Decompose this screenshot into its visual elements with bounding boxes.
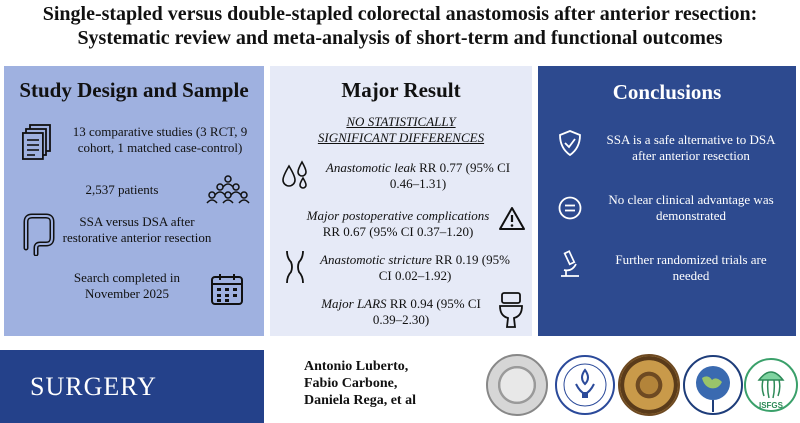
colon-icon: [23, 213, 55, 256]
conclusion-3: Further randomized trials are needed: [615, 252, 767, 283]
author-2: Fabio Carbone,: [304, 376, 398, 391]
complications-value: RR 0.67 (95% CI 0.37–1.20): [322, 224, 474, 239]
comparison-text: SSA versus DSA after restorative anterio…: [62, 214, 212, 245]
authors: Antonio Luberto, Fabio Carbone, Daniela …: [304, 358, 454, 409]
study-design-panel: Study Design and Sample 13 comparative s…: [4, 66, 264, 336]
studies-text: 13 comparative studies (3 RCT, 9 cohort,…: [72, 124, 248, 155]
isfgs-logo: ISFGS: [744, 358, 798, 412]
stricture-label: Anastomotic stricture: [320, 252, 432, 267]
lars-result: Major LARS RR 0.94 (95% CI 0.39–2.30): [306, 296, 496, 328]
documents-icon: [22, 124, 51, 160]
society-logo-3: [618, 354, 680, 416]
no-differences-text: NO STATISTICALLY SIGNIFICANT DIFFERENCES: [317, 114, 485, 145]
title-line-2: Systematic review and meta-analysis of s…: [77, 27, 723, 49]
shield-check-icon: [559, 130, 581, 156]
conclusion-2: No clear clinical advantage was demonstr…: [608, 192, 774, 223]
author-1: Antonio Luberto,: [304, 359, 409, 374]
equals-circle-icon: [558, 196, 582, 220]
lars-value: RR 0.94 (95% CI 0.39–2.30): [372, 296, 481, 327]
stricture-icon: [286, 250, 304, 284]
major-result-heading: Major Result: [341, 78, 461, 102]
stricture-result: Anastomotic stricture RR 0.19 (95% CI 0.…: [320, 252, 510, 284]
calendar-icon: [211, 274, 243, 305]
patients-group-icon: [206, 175, 250, 204]
conclusions-panel: Conclusions SSA is a safe alternative to…: [538, 66, 796, 336]
conclusion-1: SSA is a safe alternative to DSA after a…: [606, 132, 776, 163]
search-text: Search completed in November 2025: [73, 270, 181, 301]
warning-icon: [499, 207, 525, 230]
title-line-1: Single-stapled versus double-stapled col…: [42, 3, 758, 25]
complications-label: Major postoperative complications: [306, 208, 490, 223]
toilet-icon: [499, 292, 523, 328]
society-logo-4: [683, 355, 743, 415]
major-result-panel: Major Result NO STATISTICALLY SIGNIFICAN…: [270, 66, 532, 336]
lars-label: Major LARS: [321, 296, 387, 311]
patients-text: 2,537 patients: [85, 182, 159, 197]
leak-value: RR 0.77 (95% CI 0.46–1.31): [389, 160, 511, 191]
conclusions-heading: Conclusions: [612, 80, 722, 104]
microscope-icon: [561, 250, 579, 277]
leak-result: Anastomotic leak RR 0.77 (95% CI 0.46–1.…: [318, 160, 518, 192]
stricture-value: RR 0.19 (95% CI 0.02–1.92): [378, 252, 510, 283]
journal-banner: SURGERY: [0, 350, 264, 423]
isfgs-logo-text: ISFGS: [759, 401, 784, 410]
droplets-icon: [282, 160, 307, 189]
poster-title: Single-stapled versus double-stapled col…: [0, 2, 800, 50]
study-design-heading: Study Design and Sample: [19, 78, 249, 102]
leak-label: Anastomotic leak: [325, 160, 416, 175]
society-logo-2: [555, 355, 615, 415]
society-logo-1: [486, 354, 548, 416]
complications-result: Major postoperative complications RR 0.6…: [298, 208, 498, 240]
author-3: Daniela Rega, et al: [304, 393, 416, 408]
